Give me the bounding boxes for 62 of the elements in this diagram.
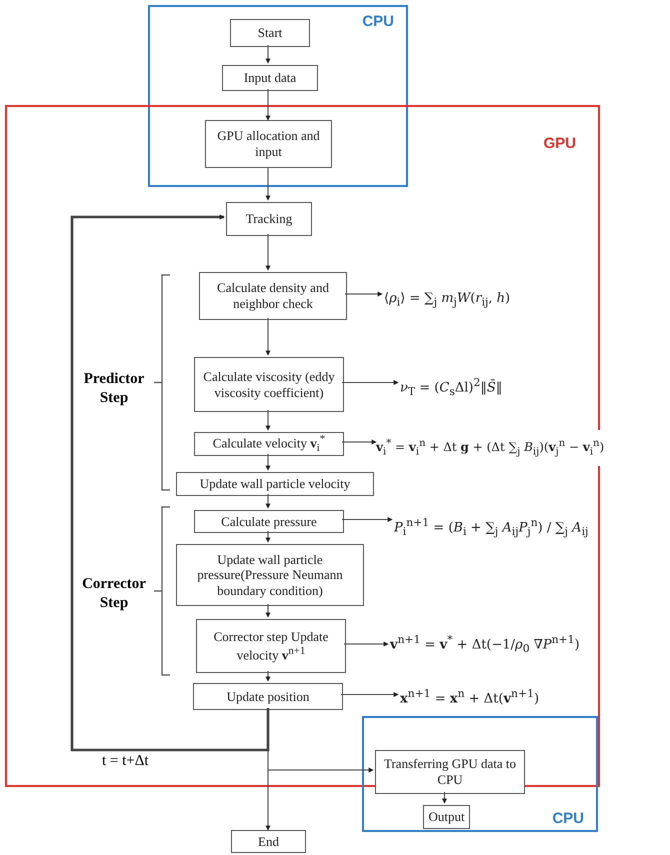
arrow bbox=[266, 530, 270, 543]
arrow bbox=[344, 292, 383, 296]
formula-text: v$^{n+1}$ = v$^{*}$ + Δt(−1/ρ$_{0}$ ∇P$^{n+1}$) bbox=[390, 633, 580, 655]
process-box bbox=[226, 202, 312, 236]
arrow bbox=[266, 604, 270, 618]
step-text: Update wall particle pressure(Pressure Neumann boundary condition) bbox=[196, 552, 344, 598]
arrow bbox=[266, 318, 270, 356]
process-box bbox=[222, 65, 318, 91]
process-box bbox=[193, 683, 343, 710]
step-label: Corrector Step bbox=[81, 575, 147, 612]
process-box bbox=[176, 472, 374, 496]
arrow bbox=[266, 88, 270, 121]
processor-region bbox=[362, 716, 598, 832]
step-text: GPU allocation and input bbox=[216, 128, 321, 160]
process-box bbox=[205, 120, 332, 168]
step-text: Update wall particle velocity bbox=[200, 476, 350, 492]
processor-region bbox=[148, 5, 408, 187]
step-text: Update position bbox=[226, 688, 310, 704]
step-text: Calculate viscosity (eddy viscosity coefficient) bbox=[202, 368, 336, 400]
arrow bbox=[266, 234, 270, 271]
step-text: Calculate pressure bbox=[221, 514, 317, 530]
arrow bbox=[344, 642, 389, 646]
step-text: Transferring GPU data to CPU bbox=[382, 756, 518, 788]
step-text: Corrector step Update velocity v$^{n+1}$ bbox=[212, 629, 330, 663]
arrow bbox=[266, 454, 270, 471]
formula-text: ⟨ρ$_{i}$⟩ = ∑$_{j}$ m$_{j}$W(r$_{ij}$, h) bbox=[384, 291, 510, 309]
arrow bbox=[342, 380, 399, 385]
process-box bbox=[375, 750, 525, 794]
arrow bbox=[340, 692, 399, 697]
process-box bbox=[194, 510, 344, 533]
arrow bbox=[266, 168, 270, 201]
region-title: CPU bbox=[552, 810, 584, 828]
arrow bbox=[442, 792, 447, 804]
region-title: GPU bbox=[543, 135, 576, 153]
arrow bbox=[70, 214, 270, 752]
region-title: CPU bbox=[362, 13, 394, 31]
process-box bbox=[194, 432, 344, 456]
formula-text: ν$_{T}$ = (C$_{s}$Δl)$^{2}$‖S̄‖ bbox=[400, 376, 502, 398]
arrow bbox=[266, 670, 270, 682]
step-label: Predictor Step bbox=[82, 370, 146, 408]
process-box bbox=[423, 805, 470, 829]
formula-text: v$_{i}$$^{*}$ = v$_{i}$$^{n}$ + Δt g + (Δt ∑$_{j}$ B$_{ij}$)(v$_{j}$$^{n}$ − v$_{i}$$^{n}$) bbox=[376, 438, 604, 458]
arrow bbox=[266, 494, 270, 509]
process-box bbox=[176, 544, 364, 606]
formula-text: P$_{i}$$^{n+1}$ = (B$_{i}$ + ∑$_{j}$ A$_{ij}$P$_{j}$$^{n}$) / ∑$_{j}$ A$_{ij}$ bbox=[394, 516, 588, 538]
step-text: Calculate density and neighbor check bbox=[216, 280, 330, 312]
step-text: Tracking bbox=[246, 211, 292, 227]
arrow bbox=[342, 517, 393, 522]
step-text: Start bbox=[258, 25, 282, 41]
processor-region bbox=[5, 105, 600, 787]
process-box bbox=[231, 830, 306, 853]
arrow bbox=[266, 44, 270, 64]
process-box bbox=[196, 619, 346, 673]
process-box bbox=[194, 357, 344, 412]
step-text: End bbox=[258, 834, 279, 850]
step-text: Input data bbox=[244, 70, 296, 86]
arrow bbox=[342, 440, 377, 444]
formula-text: x$^{n+1}$ = x$^{n}$ + Δt(v$^{n+1}$) bbox=[400, 687, 540, 707]
process-box bbox=[230, 19, 310, 47]
process-box bbox=[199, 272, 347, 320]
step-text: Output bbox=[428, 809, 465, 825]
arrow bbox=[266, 410, 270, 431]
